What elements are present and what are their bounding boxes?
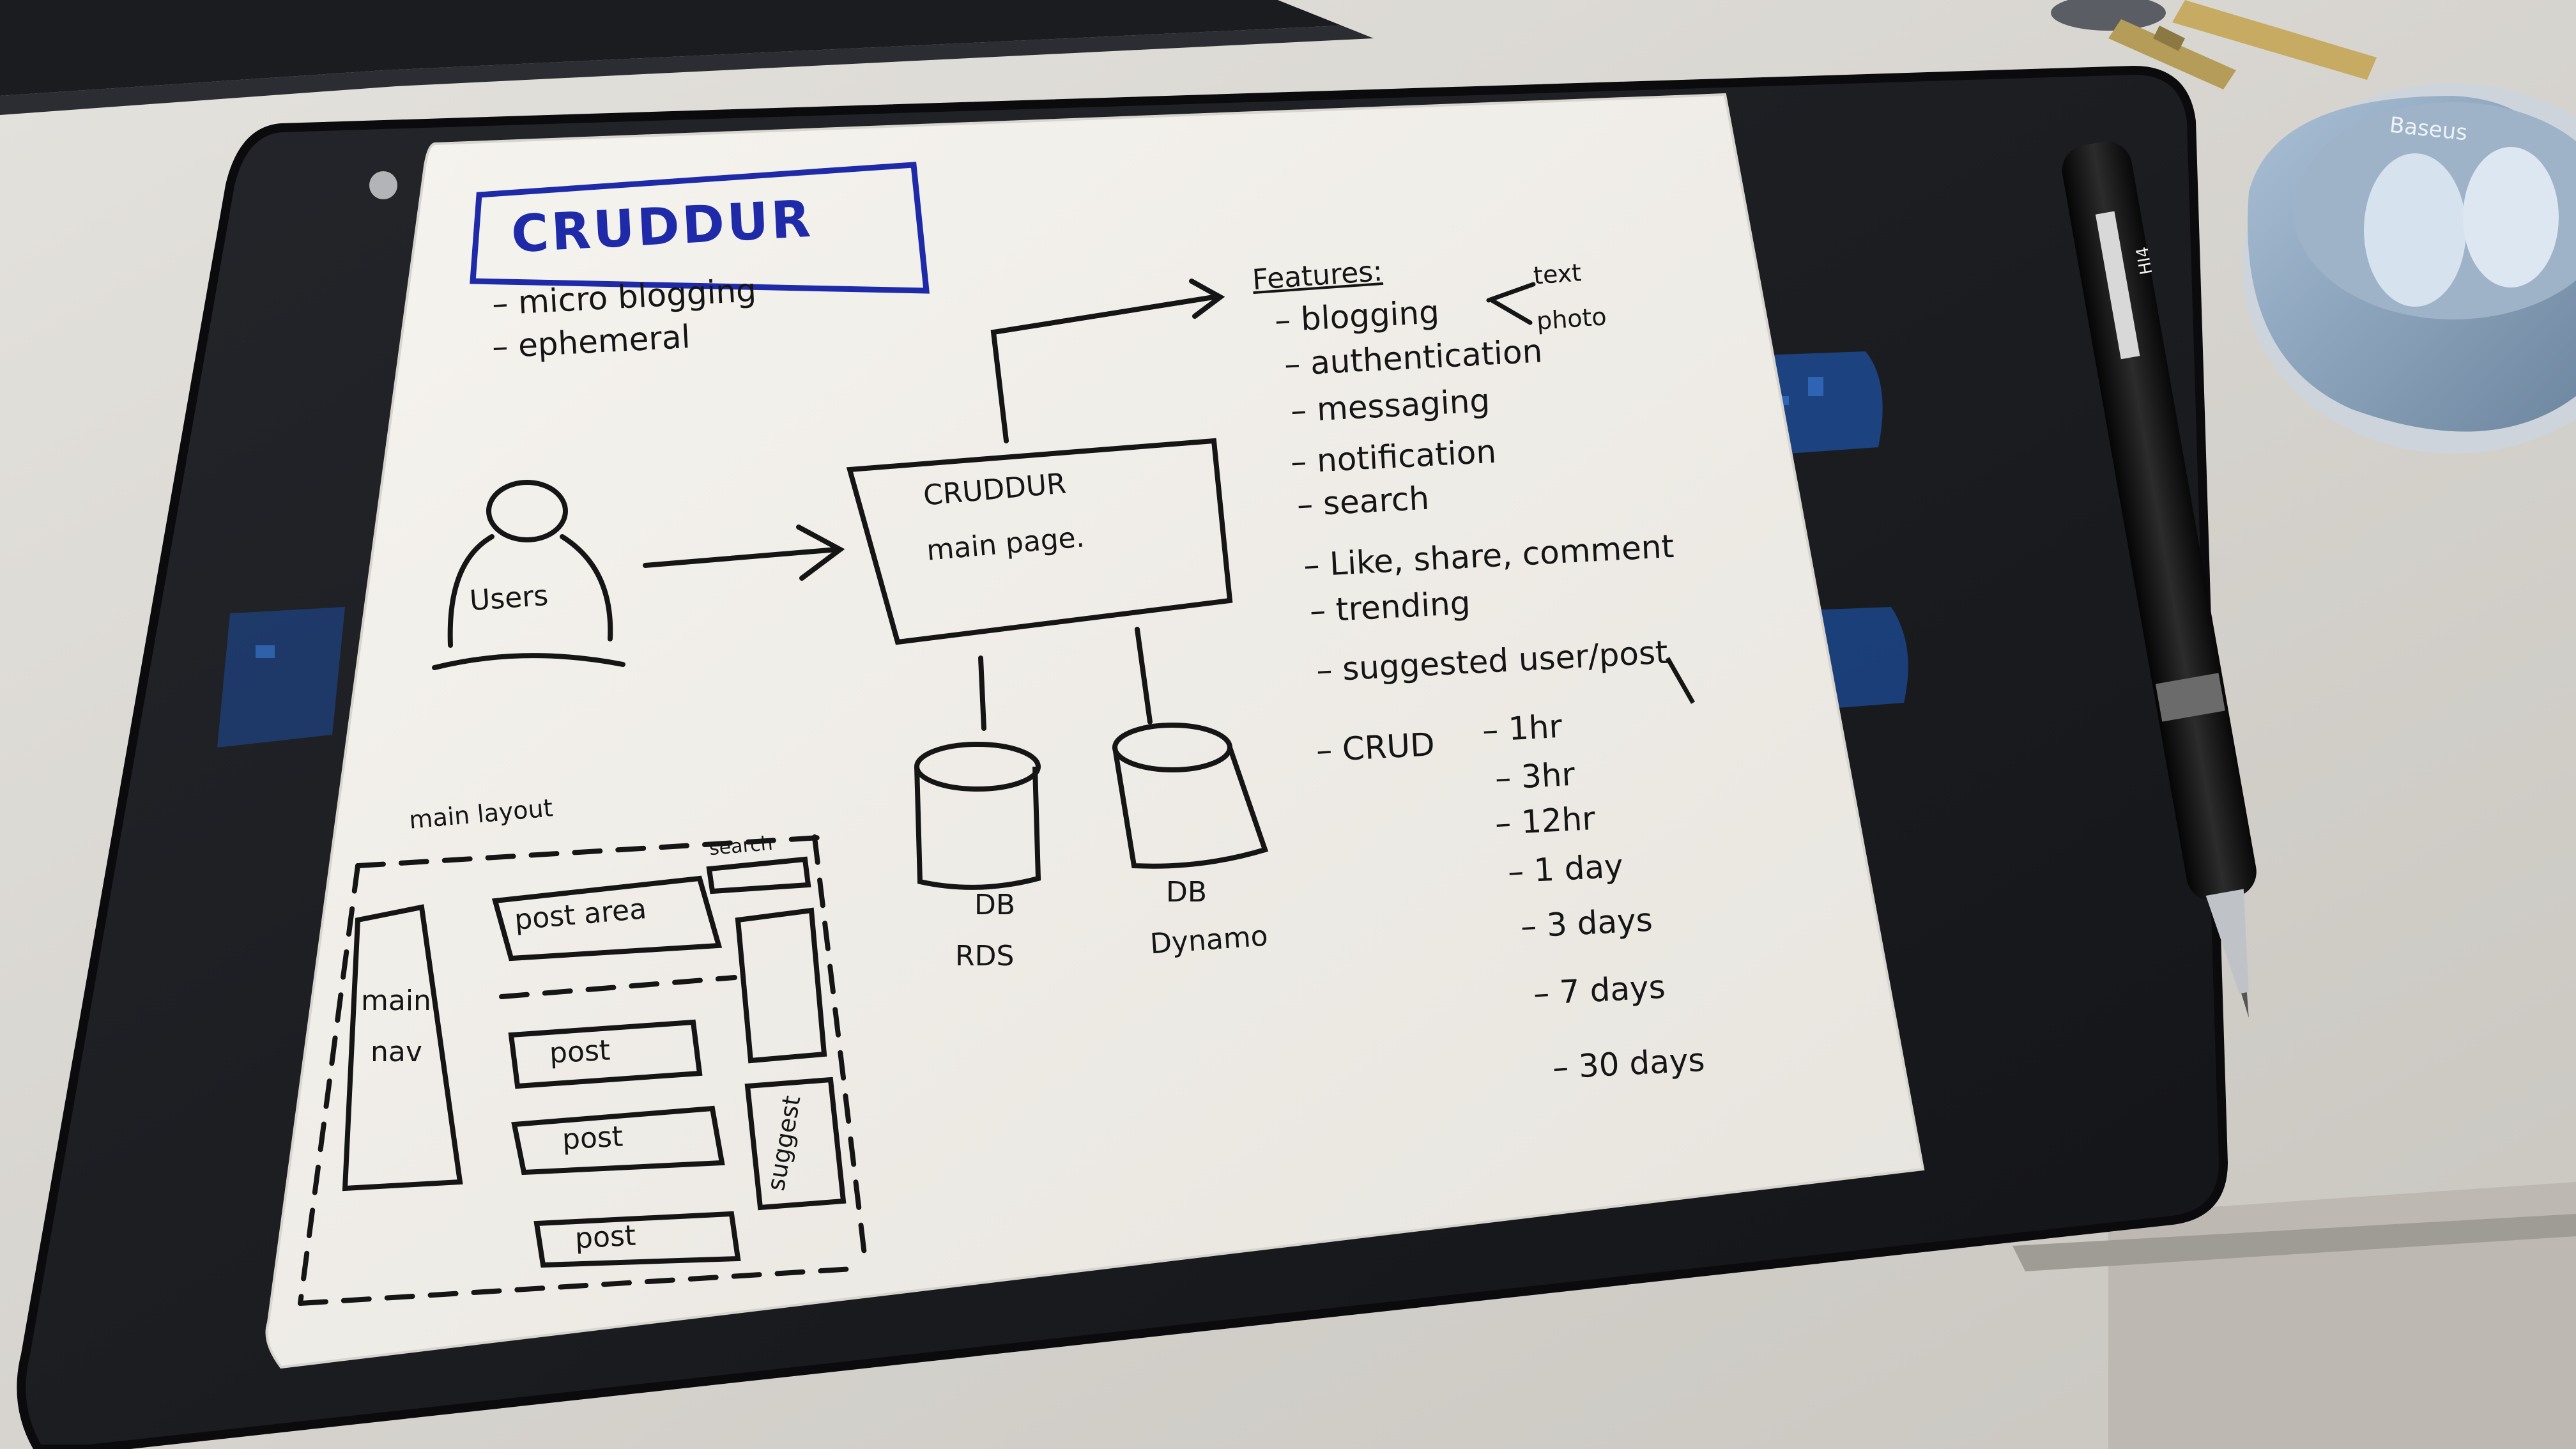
- layout-search-label: search: [708, 832, 774, 861]
- db-rds-line-2: RDS: [955, 940, 1015, 972]
- pen: [2062, 141, 2257, 1018]
- users-label: Users: [468, 579, 549, 618]
- feature-item: – messaging: [1289, 381, 1491, 430]
- crud-duration-item: – 7 days: [1532, 968, 1667, 1013]
- db-dynamo-line-2: Dynamo: [1149, 919, 1269, 961]
- arrow-user-to-main: [643, 525, 845, 581]
- feature-item: – trending: [1308, 584, 1471, 630]
- blogging-type-photo: photo: [1535, 302, 1608, 335]
- keys: [2051, 0, 2377, 89]
- layout-sketch: [298, 834, 868, 1306]
- feature-item: – CRUD: [1315, 726, 1436, 769]
- layout-main-nav-2: nav: [371, 1036, 422, 1068]
- crud-duration-item: – 30 days: [1551, 1041, 1706, 1087]
- crud-duration-item: – 1hr: [1481, 707, 1563, 749]
- feature-item: – search: [1296, 479, 1430, 524]
- earbuds-case: [2242, 83, 2576, 454]
- arrow-main-to-features: [990, 279, 1225, 443]
- layout-post-1: post: [548, 1034, 611, 1070]
- title-box: [470, 162, 930, 294]
- db-rds-cylinder: [914, 742, 1041, 890]
- tagline-2: – ephemeral: [491, 318, 691, 366]
- pen-label: HI4: [2133, 245, 2157, 277]
- crud-duration-item: – 1 day: [1506, 847, 1624, 891]
- feature-item: – blogging: [1273, 293, 1441, 339]
- layout-post-3: post: [574, 1219, 637, 1255]
- db-dynamo-line-1: DB: [1166, 876, 1208, 908]
- db-dynamo-cylinder: [1112, 723, 1269, 869]
- layout-post-2: post: [561, 1120, 624, 1156]
- crud-duration-item: – 12hr: [1494, 799, 1597, 843]
- users-figure: [432, 480, 625, 670]
- crud-duration-item: – 3hr: [1494, 755, 1576, 797]
- paper-napkin: [265, 93, 1925, 1369]
- db-rds-line-1: DB: [974, 889, 1016, 921]
- keyboard: [0, 0, 1342, 96]
- blogging-type-text: text: [1532, 258, 1583, 290]
- layout-main-nav-1: main: [361, 985, 431, 1017]
- note-title: CRUDDUR: [509, 188, 815, 264]
- crud-duration-item: – 3 days: [1519, 901, 1654, 946]
- main-page-box: [846, 438, 1233, 645]
